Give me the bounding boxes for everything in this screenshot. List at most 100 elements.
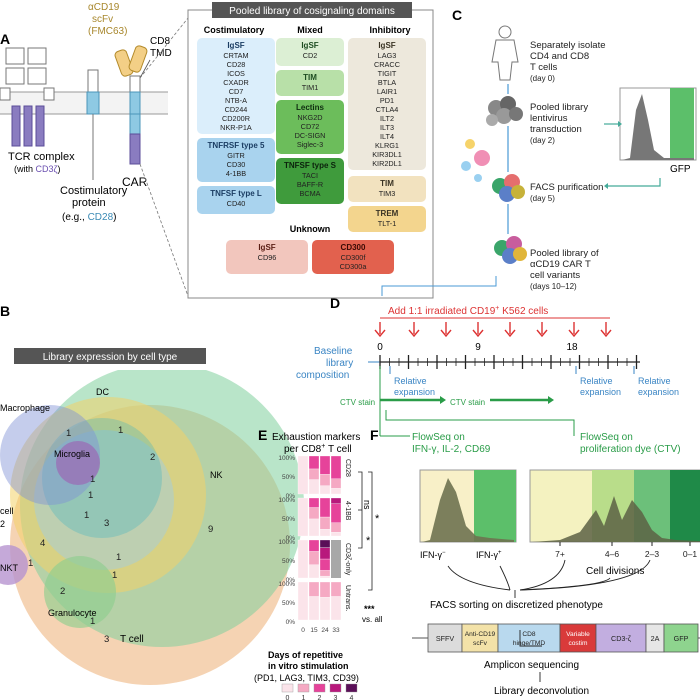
stim-arrow — [568, 322, 580, 338]
tcr-complex-icon — [0, 47, 55, 147]
cell-divisions: Cell divisions — [586, 566, 644, 577]
construct-label: SFFV — [436, 634, 455, 643]
stack-segment — [330, 532, 342, 537]
library-item: NTB-A — [225, 96, 247, 105]
e-ytick: 50% — [282, 516, 295, 523]
library-item: CRACC — [374, 60, 400, 69]
panel-letter-f: F — [370, 427, 379, 443]
relative-expansion-labels: RelativeexpansionRelativeexpansionRelati… — [389, 366, 679, 397]
library-item: CD200R — [222, 114, 250, 123]
ifn-histogram — [419, 469, 517, 543]
panel-letter-e: E — [258, 427, 267, 443]
venn-count: 1 — [88, 490, 93, 501]
workflow-step-line: (day 2) — [530, 136, 555, 145]
venn-count: 1 — [66, 428, 71, 439]
label-microglia: Microglia — [54, 449, 90, 459]
stack-segment — [297, 497, 309, 537]
ctv-histogram — [529, 469, 700, 543]
library-item: CD300f — [341, 253, 367, 262]
venn-microglia — [56, 441, 100, 485]
scfv-label-1: αCD19 — [88, 2, 120, 13]
stim-arrow — [504, 322, 516, 338]
venn-count: 1 — [84, 510, 89, 521]
construct-label: CD3-ζ — [611, 634, 632, 643]
venn-count: 1 — [112, 570, 117, 581]
stack-segment — [308, 596, 320, 621]
stack-segment — [319, 558, 331, 571]
ctv-stain-1: CTV stain — [340, 398, 375, 407]
stack-row-label: CD3ζ-only — [344, 543, 351, 576]
library-item: DC-SIGN — [295, 131, 326, 140]
e-ytick: 50% — [282, 474, 295, 481]
baseline-1: Baseline — [314, 346, 353, 357]
construct-label: GFP — [674, 634, 689, 643]
gfp-label: GFP — [670, 164, 691, 175]
library-item: BAFF-R — [297, 180, 323, 189]
e-ytick: 0% — [286, 535, 296, 542]
flowseq1-1: FlowSeq on — [412, 432, 465, 443]
tcr-label: TCR complex — [8, 151, 75, 163]
library-item: NKR-P1A — [220, 123, 252, 132]
stim-arrow — [600, 322, 612, 338]
stack-segment — [330, 488, 342, 495]
library-item: ILT4 — [380, 132, 394, 141]
relative-expansion: Relative — [580, 376, 613, 386]
label-bcell-count: 2 — [0, 519, 5, 529]
cosignaling-library: Pooled library of cosignaling domains Co… — [187, 2, 434, 299]
transduced-cluster-icon — [492, 174, 525, 202]
library-item: ILT2 — [380, 114, 394, 123]
stack-segment — [297, 455, 309, 495]
col-mixed: Mixed — [297, 25, 323, 35]
stack-segment — [308, 551, 320, 565]
e-legend-title: (PD1, LAG3, TIM3, CD39) — [254, 673, 359, 683]
stack-row-2: 100%50%0%CD3ζ-only — [278, 539, 351, 584]
venn-count: 1 — [116, 552, 121, 563]
timeline-0: 0 — [377, 342, 383, 353]
stack-segment — [319, 581, 331, 598]
library-item: TLT-1 — [378, 219, 397, 228]
venn-count: 3 — [104, 518, 109, 529]
ctv-stain-2: CTV stain — [450, 398, 485, 407]
workflow-step-line: T cells — [530, 62, 558, 73]
panel-letter-d: D — [330, 295, 340, 311]
library-item: CD2 — [303, 51, 318, 60]
library-item: BTLA — [378, 78, 396, 87]
venn-count: 1 — [90, 616, 95, 627]
scfv-label-3: (FMC63) — [88, 26, 127, 37]
stack-segment — [308, 479, 320, 495]
e-title-1: Exhaustion markers — [272, 432, 360, 443]
exhaustion-stacked-bars: 100%50%0%CD28100%50%0%4-1BB100%50%0%CD3ζ… — [278, 455, 351, 626]
library-item: CD96 — [258, 253, 277, 262]
stack-segment — [319, 570, 331, 577]
workflow-step-line: Pooled library of — [530, 248, 599, 259]
library-item: BCMA — [299, 189, 320, 198]
library-boxes: IgSFCRTAMCD28ICOSCXADRCD7NTB-ACD244CD200… — [197, 38, 426, 274]
label-macrophage: Macrophage — [0, 403, 50, 413]
stack-segment — [319, 597, 331, 621]
flowseq2-1: FlowSeq on — [580, 432, 633, 443]
timeline-ticks — [379, 355, 638, 369]
library-item: CD28 — [227, 60, 246, 69]
col-costimulatory: Costimulatory — [204, 25, 265, 35]
library-item: GITR — [227, 151, 244, 160]
stim-arrow — [374, 322, 386, 338]
construct-segment: SFFV — [427, 623, 463, 653]
venn-count: 2 — [150, 452, 155, 463]
library-item: KLRG1 — [375, 141, 399, 150]
workflow-step-line: transduction — [530, 124, 582, 135]
timeline-18: 18 — [566, 342, 578, 353]
library-item: ICOS — [227, 69, 245, 78]
label-tcell: T cell — [120, 634, 144, 645]
panel-a: A — [0, 2, 434, 299]
library-box-0: IgSFCRTAMCD28ICOSCXADRCD7NTB-ACD244CD200… — [197, 38, 275, 134]
e-xtick: 24 — [321, 627, 329, 634]
sig-vs-all: vs. all — [362, 615, 383, 624]
library-item: TIM1 — [302, 83, 319, 92]
